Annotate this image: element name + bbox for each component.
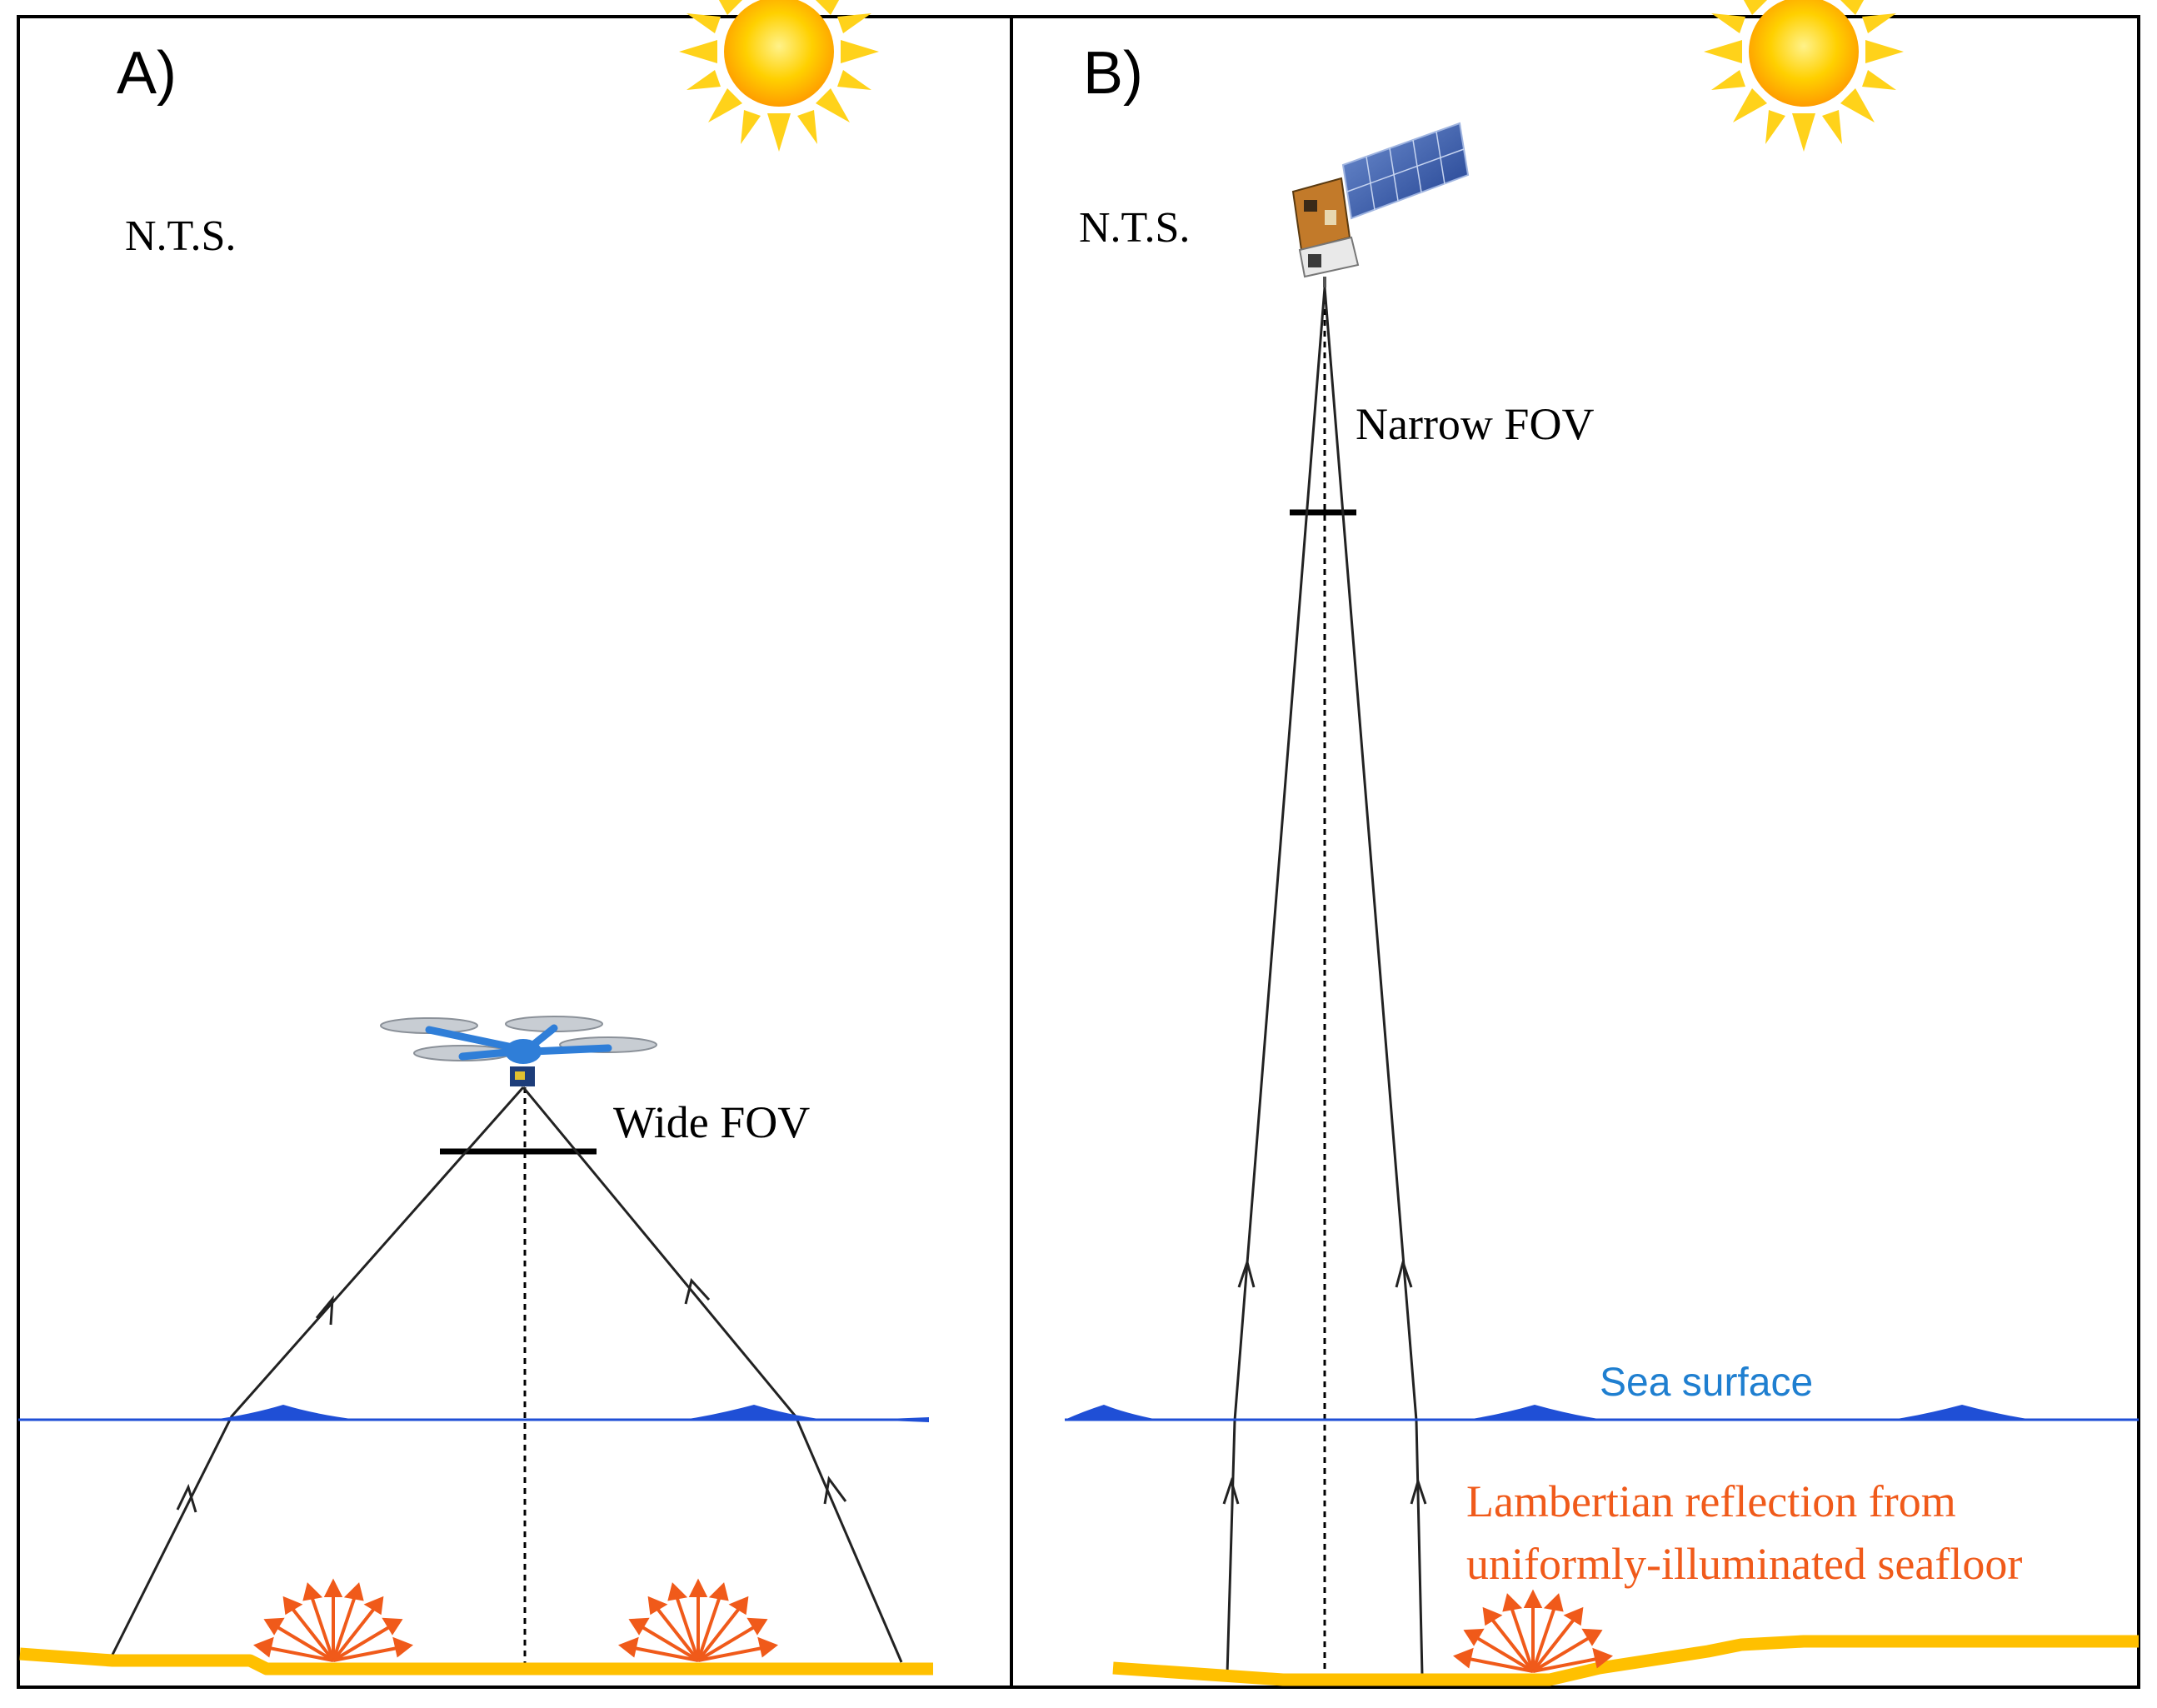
drone-icon [380,1016,657,1086]
up-arrow-icon [176,1277,847,1513]
sun-icon [1704,0,1904,152]
panel-b-label: B) [1083,40,1143,107]
panel-b-sea-surface [1065,1405,2139,1421]
panel-b-scale-note: N.T.S. [1079,204,1190,252]
panel-b: B) N.T.S. [1065,0,2139,1686]
lambertian-reflection-icon [253,1578,778,1662]
panel-a: A) N.T.S. [18,0,933,1676]
panel-a-sea-surface [18,1405,929,1422]
panel-a-seafloor [19,1647,933,1676]
lambertian-reflection-icon [1453,1589,1613,1673]
reflection-label-line1: Lambertian reflection from [1466,1476,1956,1526]
up-arrow-icon [1222,1257,1427,1505]
panel-a-scale-note: N.T.S. [125,212,236,260]
panel-a-ray-left [111,1086,525,1656]
sea-surface-label: Sea surface [1600,1361,1813,1405]
panel-a-ray-right [522,1086,903,1663]
panel-a-fov-label: Wide FOV [613,1097,810,1147]
panel-b-fov-label: Narrow FOV [1356,399,1594,449]
panel-b-frame [1010,15,2140,1689]
satellite-icon [1291,122,1470,287]
sun-icon [679,0,879,152]
panel-a-frame [17,15,1013,1689]
panel-a-label: A) [117,40,177,107]
panel-b-seafloor [1112,1635,2139,1686]
panel-b-ray-left [1226,287,1326,1676]
panel-b-ray-right [1323,287,1424,1676]
reflection-label-line2: uniformly-illuminated seafloor [1466,1539,2022,1589]
